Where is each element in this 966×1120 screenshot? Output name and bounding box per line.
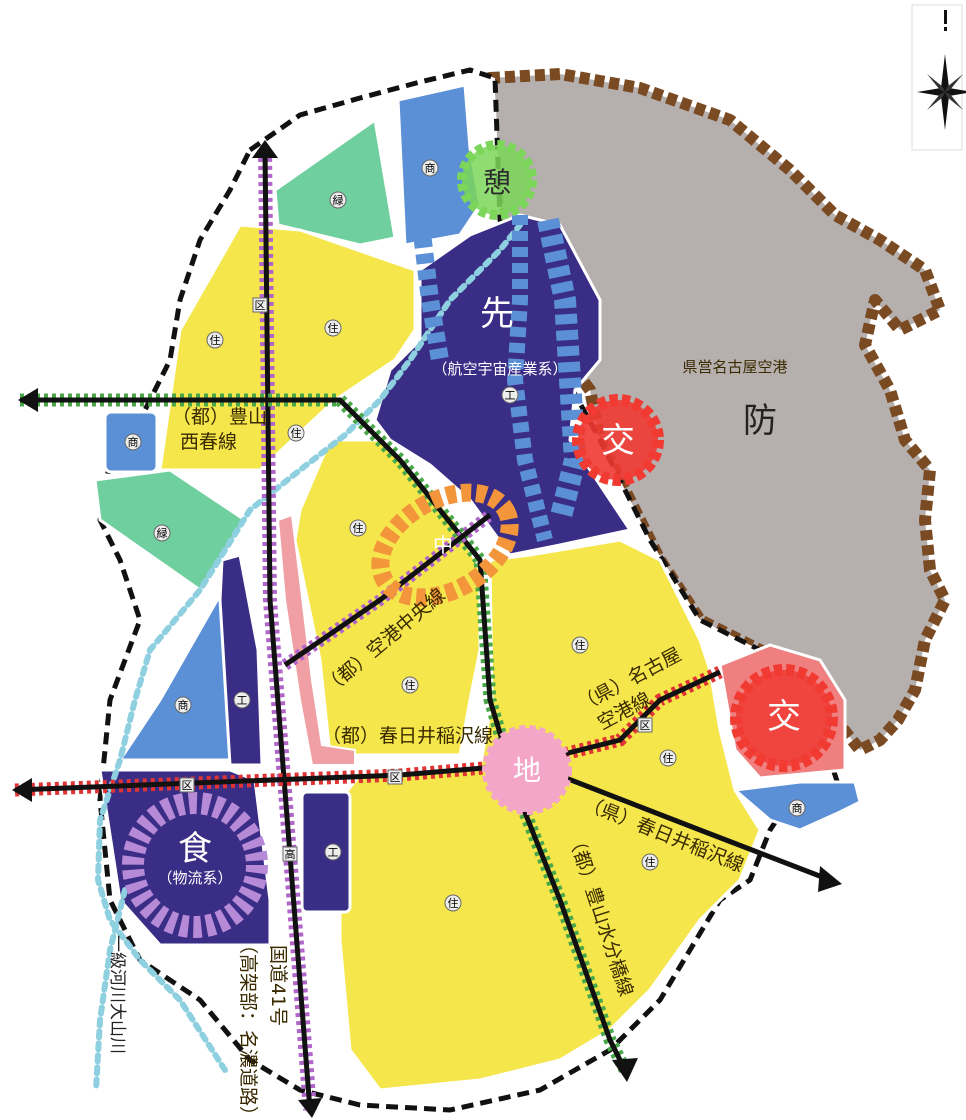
- west-road-arrow-icon: [18, 388, 38, 412]
- marker-residential-5: 住: [401, 676, 419, 694]
- traffic-south-label: 交: [767, 697, 801, 737]
- advanced-band-inner: [506, 215, 553, 542]
- compass-rose-icon: [917, 54, 966, 130]
- marker-residential-3: 住: [287, 424, 305, 442]
- marker-text: 住: [575, 638, 586, 652]
- marker-text: 商: [425, 161, 436, 175]
- marker-text: 緑: [157, 526, 168, 540]
- marker-text: 商: [178, 698, 189, 712]
- marker-text: 緑: [333, 193, 344, 207]
- marker-text: 商: [128, 435, 139, 449]
- advanced-label: 先: [480, 294, 514, 334]
- marker-text: 区: [640, 719, 651, 732]
- marker-text: 区: [182, 779, 193, 792]
- marker-residential-4: 住: [349, 519, 367, 537]
- marker-industrial-1: 工: [501, 386, 519, 404]
- marker-commercial-1: 商: [421, 159, 439, 177]
- road-national-41-label: 国道41号: [267, 945, 289, 1026]
- advanced-band: [537, 217, 587, 523]
- road-kasugai-inazawa[interactable]: [14, 669, 722, 793]
- river-south: [93, 887, 128, 1093]
- marker-text: 住: [291, 426, 302, 440]
- marker-text: 住: [328, 321, 339, 335]
- road-toyoyama-nishiharu-label-2: 西春線: [180, 431, 237, 453]
- west-road-arrow-2-icon: [12, 778, 32, 802]
- logistics-circle[interactable]: [122, 792, 268, 938]
- food-sub-label: （物流系）: [157, 869, 232, 887]
- road-airport-central[interactable]: [283, 513, 492, 668]
- marker-text: 区: [390, 771, 401, 784]
- traffic-north-label: 交: [601, 421, 635, 461]
- rest-label: 憩: [483, 166, 511, 199]
- marker-text: 住: [645, 855, 656, 869]
- marker-text: 区: [255, 299, 266, 312]
- marker-text: 住: [663, 751, 674, 765]
- river-label: 一級河川大山川: [107, 935, 127, 1054]
- center-circle[interactable]: [362, 471, 528, 619]
- road-kasugai-inazawa-label: （都）春日井稲沢線: [322, 725, 493, 747]
- marker-text: 住: [353, 521, 364, 535]
- airport-name-label: 県営名古屋空港: [682, 358, 787, 376]
- south-road-arrow-icon: [298, 1098, 322, 1118]
- traffic-circle-north[interactable]: [572, 394, 664, 486]
- marker-commercial-2: 商: [124, 433, 142, 451]
- rest-circle[interactable]: [457, 140, 537, 220]
- marker-commercial-4: 商: [788, 799, 806, 817]
- roadside-strip[interactable]: [276, 513, 356, 766]
- marker-sign-4: 区: [637, 717, 653, 733]
- marker-sign-3: 区: [387, 769, 403, 785]
- marker-text: 住: [448, 896, 459, 910]
- marker-commercial-3: 商: [174, 696, 192, 714]
- food-label: 食: [178, 829, 212, 869]
- marker-residential-8: 住: [641, 853, 659, 871]
- marker-sign-2: 区: [179, 777, 195, 793]
- road-toyoyama-nishiharu[interactable]: [20, 397, 628, 1072]
- marker-text: 工: [505, 389, 516, 402]
- marker-green-west: 緑: [153, 524, 171, 542]
- map-markers: 緑 緑 住 住 住 住 住 住 住 住 住 工 工 工 商 商 商 商 区 区 …: [124, 159, 806, 912]
- marker-text: 住: [210, 333, 221, 347]
- marker-text: 工: [328, 846, 339, 859]
- marker-text: 商: [792, 801, 803, 815]
- marker-sign-1: 区: [252, 297, 268, 313]
- marker-text: 工: [237, 694, 248, 707]
- north-road-arrow-icon: [252, 140, 278, 158]
- marker-residential-1: 住: [324, 319, 342, 337]
- marker-text: 住: [405, 678, 416, 692]
- road-pref-kasugai-inazawa[interactable]: [539, 765, 831, 883]
- east-road-arrow-icon: [818, 866, 842, 892]
- road-toyoyama-nishiharu-label: （都）豊山: [172, 406, 267, 428]
- industrial-zone-west-strip[interactable]: [218, 553, 264, 767]
- green-zone-north[interactable]: [273, 117, 397, 247]
- southeast-road-arrow-icon: [612, 1058, 638, 1082]
- marker-residential-7: 住: [659, 749, 677, 767]
- local-circle[interactable]: [482, 725, 572, 815]
- center-label: 中: [433, 533, 453, 557]
- marker-industrial-2: 工: [233, 691, 251, 709]
- marker-residential-2: 住: [206, 331, 224, 349]
- local-label: 地: [513, 754, 541, 787]
- marker-expressway-1: 高: [282, 846, 298, 862]
- marker-residential-9: 住: [444, 894, 462, 912]
- road-expressway-label: （高架部：名濃道路）: [237, 935, 259, 1120]
- marker-residential-6: 住: [571, 636, 589, 654]
- advanced-sub-label: （航空宇宙産業系）: [432, 360, 567, 378]
- north-arrow-icon: [911, 4, 963, 151]
- marker-green-north: 緑: [329, 191, 347, 209]
- marker-industrial-3: 工: [324, 843, 342, 861]
- marker-text: 高: [285, 847, 296, 861]
- traffic-circle-south[interactable]: [730, 664, 838, 772]
- defense-label: 防: [743, 401, 777, 441]
